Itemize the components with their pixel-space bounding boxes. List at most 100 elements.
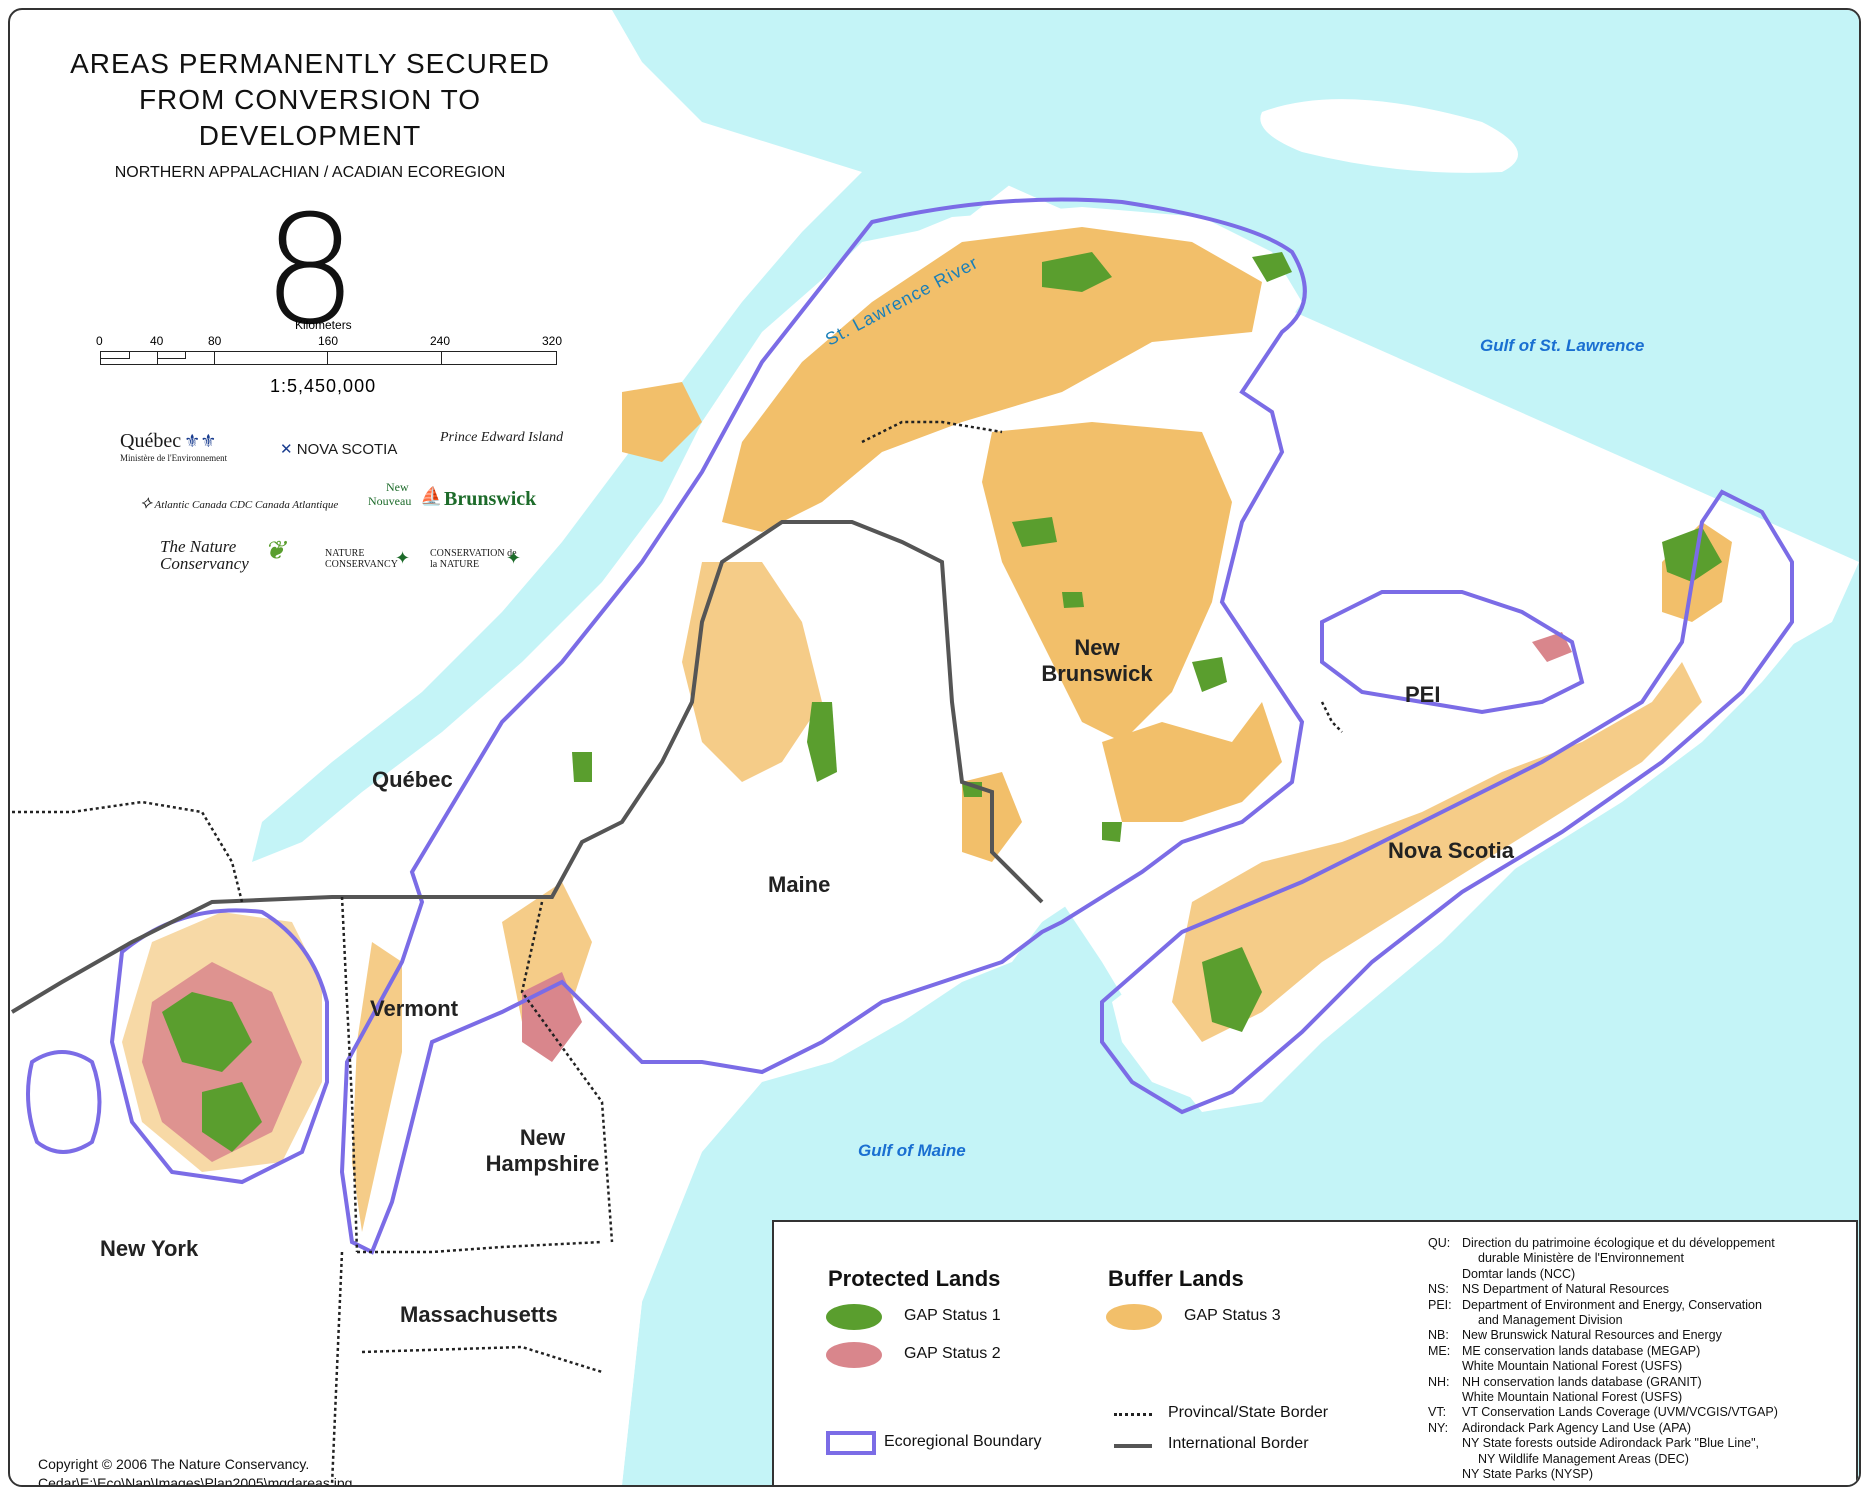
copyright-note: Copyright © 2006 The Nature Conservancy.… [38, 1455, 353, 1487]
source-row: NY: Adirondack Park Agency Land Use (APA) [1428, 1421, 1848, 1436]
fleur-de-lis-icon: ⚜⚜ [184, 431, 217, 451]
legend-gap2-label: GAP Status 2 [904, 1345, 1001, 1362]
scale-tick: 160 [318, 334, 339, 348]
quebec-logo-sub: Ministère de l'Environnement [120, 453, 228, 463]
source-row: NY Wildlife Management Areas (DEC) [1428, 1452, 1848, 1467]
source-text: Domtar lands (NCC) [1462, 1266, 1576, 1281]
source-row: NH: NH conservation lands database (GRANI… [1428, 1375, 1848, 1390]
source-row: durable Ministère de l'Environnement [1428, 1251, 1848, 1266]
source-text: NY Wildlife Management Areas (DEC) [1478, 1451, 1689, 1466]
source-text: Direction du patrimoine écologique et du… [1462, 1236, 1775, 1250]
region-label-pei: PEI [1405, 682, 1441, 707]
scale-segment [101, 352, 328, 364]
international-border-line [10, 520, 1044, 1014]
map-number: 8 [262, 184, 358, 358]
maple-leaf-icon: ✦ [395, 548, 411, 568]
title-line-1: AREAS PERMANENTLY SECURED [70, 48, 550, 79]
legend-international-border-label: International Border [1168, 1435, 1309, 1452]
copyright-line-1: Copyright © 2006 The Nature Conservancy. [38, 1456, 310, 1472]
legend-protected-title: Protected Lands [828, 1266, 1001, 1291]
source-text: New Brunswick Natural Resources and Ener… [1462, 1328, 1722, 1343]
region-label-new-hampshire-1: New [519, 1125, 566, 1150]
scale-segment [101, 352, 442, 364]
tnc-logo: The Nature Conservancy ❦ [160, 537, 286, 573]
source-text: Department of Environment and Energy, Co… [1462, 1297, 1762, 1312]
acccdc-logo-text: Atlantic Canada CDC Canada Atlantique [154, 499, 339, 511]
legend-gap3-label: GAP Status 3 [1184, 1307, 1281, 1324]
source-row: and Management Division [1428, 1313, 1848, 1328]
scale-tick: 40 [150, 334, 164, 348]
scale-tick: 0 [96, 334, 103, 348]
source-row: White Mountain National Forest (USFS) [1428, 1359, 1848, 1374]
source-row: PEI: Department of Environment and Energy… [1428, 1298, 1848, 1313]
mainland-ecoregion-land [12, 207, 1302, 1485]
region-label-maine: Maine [768, 872, 831, 897]
scale-ratio: 1:5,450,000 [270, 376, 377, 396]
subtitle: NORTHERN APPALACHIAN / ACADIAN ECOREGION [114, 164, 506, 181]
source-text: NY State Parks (NYSP) [1462, 1467, 1594, 1482]
nb-nouveau-text: Nouveau [368, 494, 412, 508]
source-text: VT Conservation Lands Coverage (UVM/VCGI… [1462, 1405, 1778, 1420]
legend-provincial-border-label: Provincal/State Border [1168, 1404, 1329, 1421]
source-text: White Mountain National Forest (USFS) [1462, 1359, 1683, 1374]
nova-scotia-logo: ✕ NOVA SCOTIA [280, 440, 397, 458]
source-row: VT:VT Conservation Lands Coverage (UVM/V… [1428, 1405, 1848, 1420]
scale-segment [157, 352, 186, 359]
map-legend: Protected Lands Buffer Lands GAP Status … [772, 1220, 1858, 1485]
source-key: NS: [1428, 1282, 1449, 1297]
legend-buffer-title: Buffer Lands [1108, 1266, 1244, 1291]
legend-ecoregional-boundary-label: Ecoregional Boundary [884, 1433, 1042, 1450]
source-text: durable Ministère de l'Environnement [1478, 1251, 1684, 1266]
anticosti-island [1260, 99, 1518, 173]
region-label-new-hampshire-2: Hampshire [485, 1151, 600, 1176]
tnc-logo-text: The Nature Conservancy [160, 537, 249, 573]
copyright-line-2: Cedar\E:\Eco\Nap\Images\Plan2005\mgdarea… [38, 1475, 353, 1487]
scale-segment [101, 352, 130, 359]
source-text: NS Department of Natural Resources [1462, 1282, 1670, 1297]
source-key: QU: [1428, 1236, 1451, 1250]
provincial-state-border-lines [12, 420, 1343, 1485]
region-label-new-york: New York [100, 1236, 199, 1261]
ncc-logo: NATURE CONSERVANCY ✦ [325, 548, 410, 570]
nova-scotia-flag-icon: ✕ [280, 441, 293, 458]
region-label-quebec: Québec [372, 767, 453, 792]
bird-icon: ⟡ [140, 492, 152, 512]
source-text: NH conservation lands database (GRANIT) [1462, 1374, 1702, 1389]
source-key: PEI: [1428, 1297, 1452, 1312]
region-label-massachusetts: Massachusetts [400, 1302, 558, 1327]
source-key: NB: [1428, 1328, 1449, 1343]
source-text: ME conservation lands database (MEGAP) [1462, 1343, 1701, 1358]
region-label-nova-scotia: Nova Scotia [1388, 838, 1514, 863]
title-block: AREAS PERMANENTLY SECURED FROM CONVERSIO… [30, 46, 590, 346]
source-row: QU: Direction du patrimoine écologique et… [1428, 1236, 1848, 1251]
provincial-border-swatch [1114, 1413, 1152, 1416]
scale-tick: 80 [208, 334, 222, 348]
source-row: NY State forests outside Adirondack Park… [1428, 1436, 1848, 1451]
source-row: NY State Parks (NYSP) [1428, 1467, 1848, 1482]
legend-gap1-label: GAP Status 1 [904, 1307, 1001, 1324]
source-text: White Mountain National Forest (USFS) [1462, 1390, 1683, 1405]
scale-bar-graphic [100, 351, 557, 365]
maple-leaf-icon: ✦ [506, 548, 522, 568]
scale-tick: 320 [542, 334, 563, 348]
source-key: NY: [1428, 1420, 1449, 1435]
pei-land [1332, 602, 1562, 702]
source-text: and Management Division [1478, 1313, 1623, 1328]
source-row: NB: New Brunswick Natural Resources and E… [1428, 1328, 1848, 1343]
source-text: Adirondack Park Agency Land Use (APA) [1462, 1420, 1692, 1435]
title-line-2: FROM CONVERSION TO DEVELOPMENT [138, 84, 482, 151]
partner-logos: Québec ⚜⚜ Ministère de l'Environnement ✕… [110, 430, 570, 590]
scale-bar: Kilometers 0 40 80 160 240 320 1:5,450,0… [96, 318, 563, 408]
map-canvas [10, 10, 1859, 1485]
quebec-logo: Québec ⚜⚜ Ministère de l'Environnement [120, 430, 227, 463]
region-label-new-brunswick-2: Brunswick [1041, 661, 1153, 686]
region-label-vermont: Vermont [370, 996, 459, 1021]
region-label-new-brunswick-1: New [1074, 635, 1120, 660]
nb-brunswick-text: Brunswick [444, 488, 537, 510]
source-row: White Mountain National Forest (USFS) [1428, 1390, 1848, 1405]
map-frame: AREAS PERMANENTLY SECURED FROM CONVERSIO… [8, 8, 1861, 1487]
ecoregional-boundary-swatch [826, 1431, 876, 1455]
source-key: NH: [1428, 1374, 1450, 1389]
nova-scotia-logo-text: NOVA SCOTIA [296, 441, 398, 458]
